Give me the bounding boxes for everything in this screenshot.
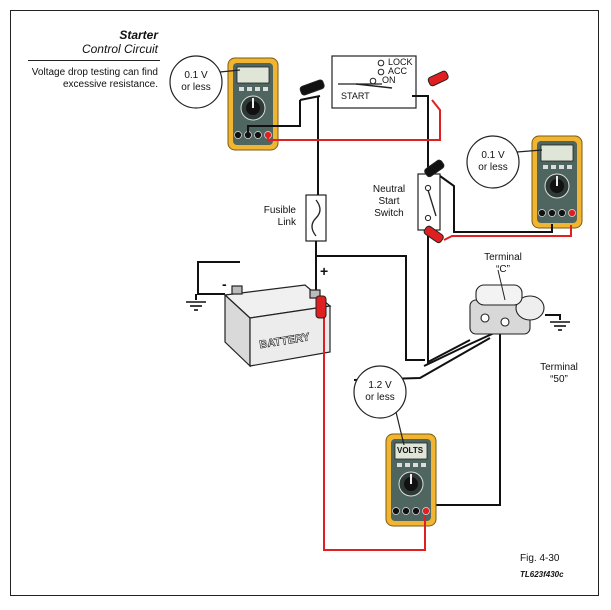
diagram-subtitle: Control Circuit (81, 42, 158, 56)
description-text: Voltage drop testing can find excessive … (31, 67, 158, 90)
callout-top-reading: 0.1 V (184, 70, 208, 81)
terminal-50-label-2: “50” (550, 374, 568, 385)
meter-bottom-display: VOLTS (397, 446, 424, 455)
switch-acc-label: ACC (388, 66, 408, 76)
figure-code: TL623f430c (520, 570, 564, 579)
neutral-switch-label-1: Neutral (372, 184, 406, 195)
battery: BATTERY (223, 284, 332, 368)
callout-bottom-reading: 1.2 V (368, 380, 392, 391)
battery-negative-label: - (222, 276, 227, 292)
neutral-start-switch (417, 173, 441, 231)
title-rule (28, 60, 160, 61)
diagram-title: Starter (119, 28, 158, 42)
terminal-50-label-1: Terminal (540, 362, 578, 373)
ground-symbol-battery (186, 301, 206, 311)
fusible-link-label-2: Link (277, 217, 296, 228)
callout-right-note: or less (478, 162, 508, 173)
fusible-link-label-1: Fusible (263, 205, 296, 216)
callout-top (169, 55, 241, 109)
neutral-switch-label-3: Switch (374, 208, 404, 219)
meter-top (227, 57, 279, 151)
ignition-switch-box (331, 55, 417, 109)
callout-bottom-note: or less (365, 392, 395, 403)
terminal-c-label-2: “C” (496, 264, 510, 275)
callout-bottom (353, 365, 407, 446)
switch-lock-label: LOCK (388, 57, 413, 67)
figure-frame (10, 10, 599, 596)
black-test-leads (247, 100, 553, 233)
red-test-leads (267, 99, 572, 551)
figure-number: Fig. 4-30 (520, 553, 560, 564)
terminal-c-label-1: Terminal (484, 252, 522, 263)
switch-start-label: START (341, 91, 370, 101)
battery-positive-label: + (320, 263, 329, 279)
neutral-switch-label-2: Start (378, 196, 400, 207)
probe-tips (299, 70, 449, 319)
callout-top-note: or less (181, 82, 211, 93)
callout-right (466, 135, 543, 189)
ground-symbol-starter (550, 321, 570, 331)
callout-right-reading: 0.1 V (481, 150, 505, 161)
starter-motor (469, 269, 545, 335)
switch-on-label: ON (382, 75, 396, 85)
